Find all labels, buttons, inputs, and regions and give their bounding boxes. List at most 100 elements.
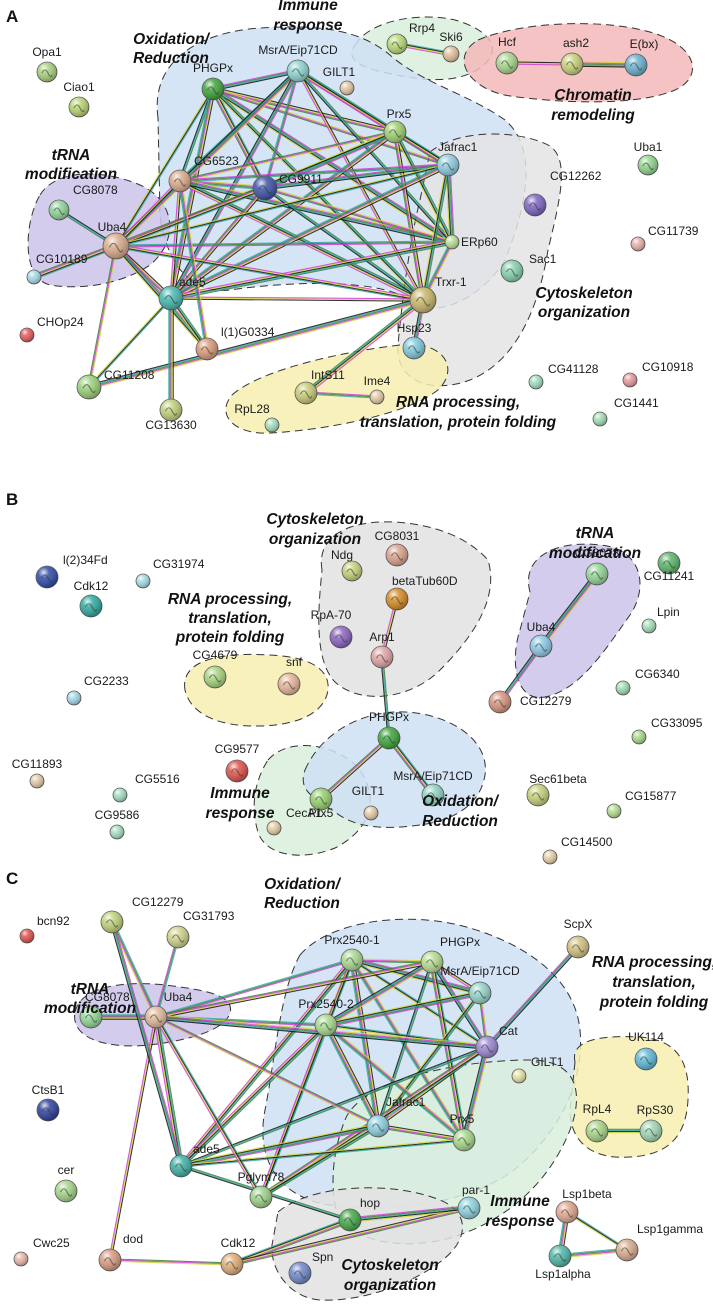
node-Ndg[interactable] <box>341 560 363 582</box>
node-CHOp24[interactable] <box>19 327 35 343</box>
node-CecA1[interactable] <box>266 820 282 836</box>
node-Sac1[interactable] <box>500 259 524 283</box>
node-Prx5[interactable] <box>452 1128 476 1152</box>
node-RpS30[interactable] <box>639 1119 663 1143</box>
node-Opa1[interactable] <box>36 61 58 83</box>
node-Ebx[interactable] <box>624 53 648 77</box>
node-UK114[interactable] <box>634 1047 658 1071</box>
node-CG9911[interactable] <box>252 175 278 201</box>
node-CG2233[interactable] <box>66 690 82 706</box>
node-CG31793[interactable] <box>166 925 190 949</box>
node-Hsp23[interactable] <box>402 336 426 360</box>
node-cer[interactable] <box>54 1179 78 1203</box>
node-Uba4[interactable] <box>144 1005 168 1029</box>
node-Cdk12[interactable] <box>220 1252 244 1276</box>
node-CG1441[interactable] <box>592 411 608 427</box>
node-Rrp4[interactable] <box>386 33 408 55</box>
node-Ime4[interactable] <box>369 389 385 405</box>
node-Lpin[interactable] <box>641 618 657 634</box>
node-CG14500[interactable] <box>542 849 558 865</box>
node-CG6523[interactable] <box>168 169 192 193</box>
node-Jafrac1[interactable] <box>436 153 460 177</box>
node-l1G0334[interactable] <box>195 337 219 361</box>
node-RpL28[interactable] <box>264 417 280 433</box>
node-CG11893[interactable] <box>29 773 45 789</box>
node-PHGPx[interactable] <box>377 726 401 750</box>
node-CG12262[interactable] <box>523 193 547 217</box>
node-GILT1[interactable] <box>339 80 355 96</box>
node-CG10918[interactable] <box>622 372 638 388</box>
node-Uba4[interactable] <box>102 232 130 260</box>
node-Ciao1[interactable] <box>68 96 90 118</box>
node-betaTub60D[interactable] <box>385 587 409 611</box>
node-CG31974[interactable] <box>135 573 151 589</box>
node-dod[interactable] <box>98 1248 122 1272</box>
node-par1[interactable] <box>457 1196 481 1220</box>
node-CG8031[interactable] <box>385 543 409 567</box>
node-GILT1[interactable] <box>511 1068 527 1084</box>
node-hop[interactable] <box>338 1208 362 1232</box>
node-IntS11[interactable] <box>294 381 318 405</box>
node-CG11241[interactable] <box>657 551 681 575</box>
node-CtsB1[interactable] <box>36 1098 60 1122</box>
node-CG5516[interactable] <box>112 787 128 803</box>
node-Prx5[interactable] <box>309 787 333 811</box>
node-CG12279[interactable] <box>488 690 512 714</box>
node-ERp60[interactable] <box>444 234 460 250</box>
node-MsrA[interactable] <box>286 59 310 83</box>
node-CG6340[interactable] <box>615 680 631 696</box>
node-Lsp1alpha[interactable] <box>548 1244 572 1268</box>
edge-stripe <box>115 241 453 247</box>
node-CG9586[interactable] <box>109 824 125 840</box>
node-ScpX[interactable] <box>566 935 590 959</box>
node-RpA70[interactable] <box>329 625 353 649</box>
node-CG9577[interactable] <box>225 759 249 783</box>
node-PHGPx[interactable] <box>420 950 444 974</box>
node-Trxr1[interactable] <box>409 286 437 314</box>
node-CG41128[interactable] <box>528 374 544 390</box>
node-CG15877[interactable] <box>606 803 622 819</box>
node-MsrA[interactable] <box>468 981 492 1005</box>
node-ade5[interactable] <box>169 1154 193 1178</box>
edge-stripe <box>180 179 453 242</box>
node-Cdk12[interactable] <box>79 594 103 618</box>
node-CG10189[interactable] <box>26 269 42 285</box>
edge-Uba4-CG31793 <box>154 936 180 1018</box>
node-CG8078[interactable] <box>79 1005 103 1029</box>
node-Hcf[interactable] <box>495 51 519 75</box>
node-Lsp1gamma[interactable] <box>615 1238 639 1262</box>
node-l234Fd[interactable] <box>35 565 59 589</box>
node-bcn92[interactable] <box>19 928 35 944</box>
node-CG12279[interactable] <box>100 910 124 934</box>
node-Prx25402[interactable] <box>314 1013 338 1037</box>
node-Ski6[interactable] <box>442 45 460 63</box>
node-Prx25401[interactable] <box>340 948 364 972</box>
node-ash2[interactable] <box>560 52 584 76</box>
node-Lsp1beta[interactable] <box>555 1200 579 1224</box>
node-snf[interactable] <box>277 672 301 696</box>
node-MsrA[interactable] <box>421 783 445 807</box>
node-CG8078[interactable] <box>585 562 609 586</box>
node-GILT1[interactable] <box>363 805 379 821</box>
node-CG4679[interactable] <box>203 665 227 689</box>
node-Spn[interactable] <box>288 1261 312 1285</box>
cluster-label-line: Immune <box>210 785 270 802</box>
node-Cwc25[interactable] <box>13 1251 29 1267</box>
node-Uba4[interactable] <box>529 634 553 658</box>
node-Jafrac1[interactable] <box>366 1114 390 1138</box>
node-Pglym78[interactable] <box>249 1185 273 1209</box>
node-ade5[interactable] <box>158 285 184 311</box>
node-Sec61beta[interactable] <box>526 783 550 807</box>
node-CG8078[interactable] <box>48 199 70 221</box>
node-Prx5[interactable] <box>383 120 407 144</box>
node-CG11739[interactable] <box>630 236 646 252</box>
node-Uba1[interactable] <box>637 154 659 176</box>
node-Arp1[interactable] <box>370 645 394 669</box>
node-CG13630[interactable] <box>159 398 183 422</box>
node-Cat[interactable] <box>475 1035 499 1059</box>
node-RpL4[interactable] <box>585 1119 609 1143</box>
node-CG33095[interactable] <box>631 729 647 745</box>
cluster-label-line: modification <box>549 545 641 562</box>
node-CG11208[interactable] <box>76 374 102 400</box>
node-PHGPx[interactable] <box>201 77 225 101</box>
